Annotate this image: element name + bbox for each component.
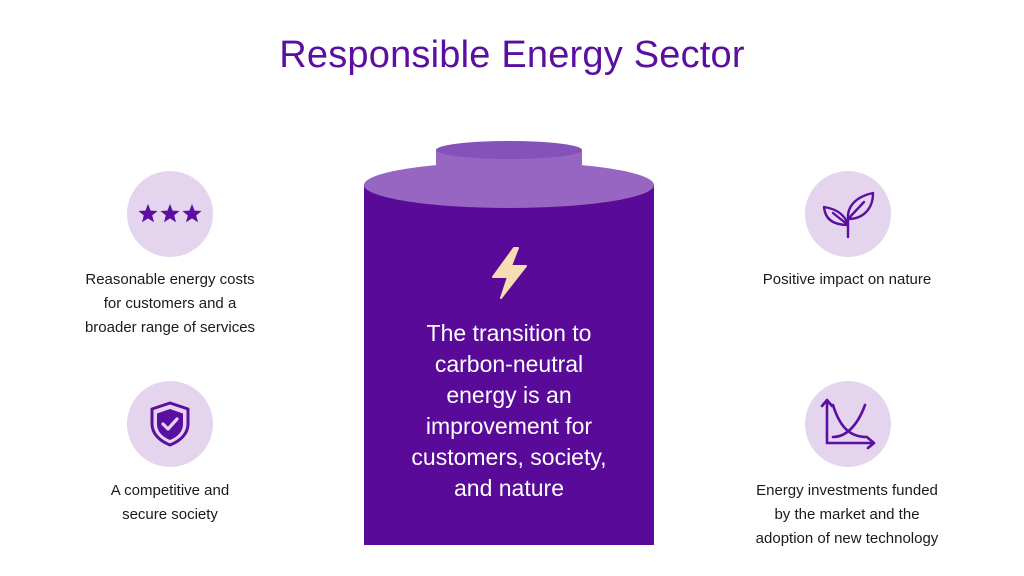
caption-line: by the market and the (774, 506, 920, 523)
chart-circle (805, 381, 891, 467)
battery-body (364, 185, 654, 545)
caption-line: Reasonable energy costs (85, 271, 255, 288)
caption-society: A competitive and secure society (40, 479, 300, 527)
three-stars-icon (138, 204, 202, 223)
center-statement: The transition to carbon-neutral energy … (364, 318, 654, 504)
center-line: improvement for (425, 413, 593, 439)
caption-line: adoption of new technology (755, 530, 939, 547)
lightning-bolt-icon (492, 247, 527, 299)
caption-costs: Reasonable energy costs for customers an… (40, 268, 300, 340)
chart-curves-icon (820, 398, 876, 450)
page-title: Responsible Energy Sector (279, 34, 745, 76)
caption-line: broader range of services (84, 319, 256, 336)
caption-line: secure society (122, 506, 218, 523)
center-line: and nature (454, 475, 564, 501)
battery-terminal-top (436, 141, 582, 159)
caption-line: A competitive and (110, 482, 230, 499)
stars-circle (127, 171, 213, 257)
battery-terminal-bottom (436, 177, 582, 195)
leaf-sprout-icon (822, 191, 875, 239)
caption-line: Energy investments funded (756, 482, 938, 499)
center-line: energy is an (446, 382, 572, 408)
center-line: The transition to (426, 320, 592, 346)
caption-nature: Positive impact on nature (717, 268, 977, 292)
caption-line: Positive impact on nature (762, 271, 932, 288)
center-line: carbon-neutral (434, 351, 584, 377)
center-line: customers, society, (411, 444, 607, 470)
leaf-circle (805, 171, 891, 257)
caption-line: for customers and a (103, 295, 237, 312)
shield-check-icon (150, 401, 190, 447)
shield-circle (127, 381, 213, 467)
caption-investments: Energy investments funded by the market … (717, 479, 977, 551)
